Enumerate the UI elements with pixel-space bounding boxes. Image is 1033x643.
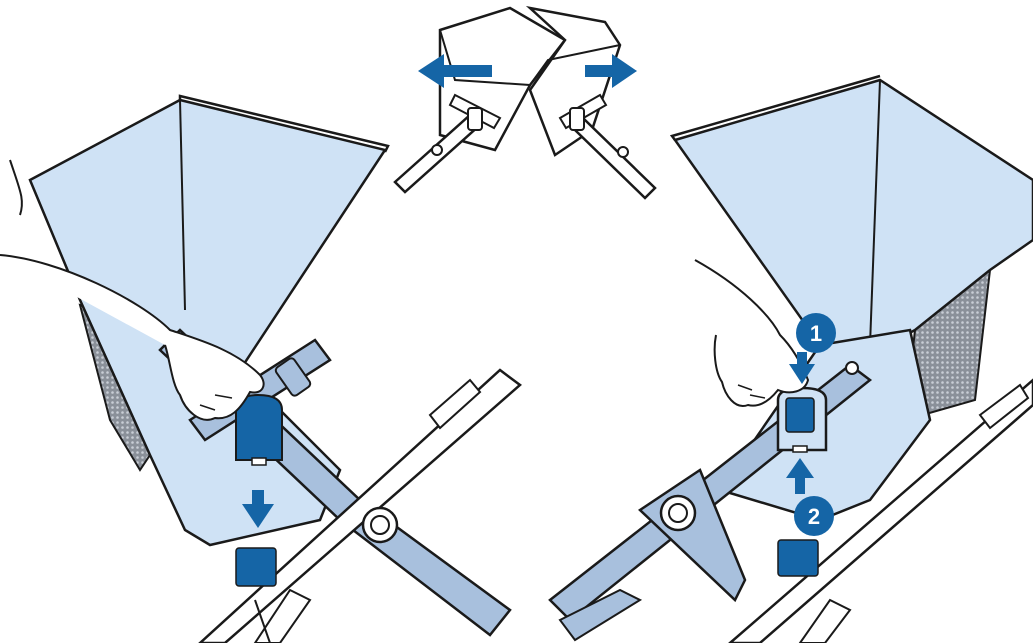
step-2-marker: 2 [794,496,834,536]
left-panel-attach-canopy [0,96,520,643]
canopy-spread-detail [395,8,655,198]
canopy-clip-right [778,388,826,452]
step-1-label: 1 [810,321,822,346]
step-2-label: 2 [808,504,820,529]
step-1-marker: 1 [796,313,836,353]
canopy-clip-left [236,395,282,465]
receiver-bracket-left [236,548,276,586]
receiver-bracket-right [778,540,818,576]
